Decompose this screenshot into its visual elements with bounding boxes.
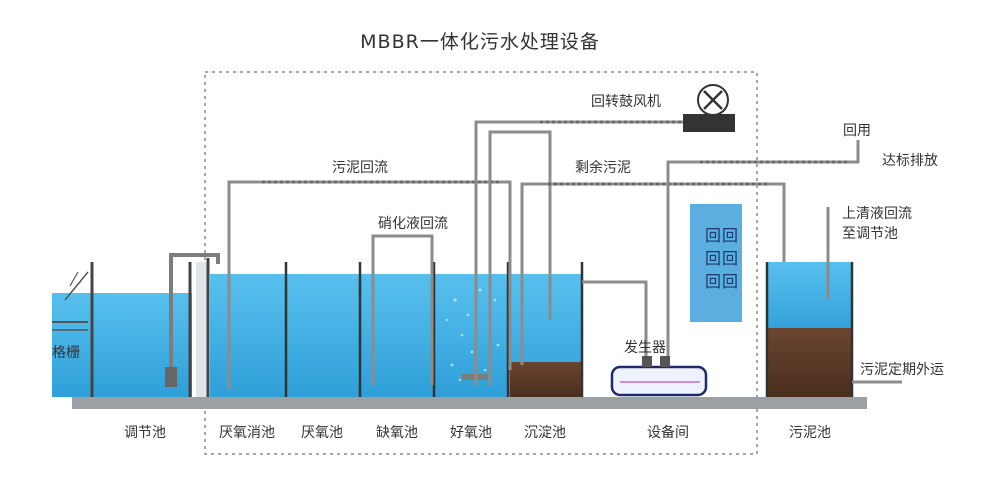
tank-label: 调节池 [124, 425, 166, 441]
tank-walls [284, 262, 584, 397]
sludge-return-pipe [227, 180, 512, 390]
blower [683, 84, 735, 132]
tank-labels: 调节池 厌氧消池 厌氧池 缺氧池 好氧池 沉淀池 设备间 污泥池 [124, 424, 831, 441]
pump-set-label: 发生器 [624, 340, 666, 356]
regulating-tank [165, 253, 220, 397]
panel-glyph: 回 [722, 249, 738, 268]
tank-label: 设备间 [647, 424, 689, 441]
grille-label: 格栅 [52, 345, 80, 361]
sludge-out-label: 污泥定期外运 [860, 362, 944, 378]
excess-sludge-label: 剩余污泥 [575, 159, 631, 176]
tank-label: 厌氧消池 [219, 425, 275, 441]
nitrate-return-label: 硝化液回流 [378, 216, 448, 232]
discharge-label: 达标排放 [882, 153, 938, 169]
excess-sludge-pipe [520, 182, 786, 365]
sludge-return-label: 污泥回流 [332, 160, 388, 176]
equipment-boundary [204, 71, 758, 455]
panel-glyph: 回 [705, 226, 721, 245]
panel-glyph: 回 [722, 272, 738, 291]
diagram-title: MBBR一体化污水处理设备 [360, 31, 600, 53]
control-panel: 回 回 回 回 回 回 [690, 204, 742, 322]
effluent-pipe [582, 140, 860, 368]
nitrate-return-pipe [371, 234, 434, 385]
tank-label: 缺氧池 [376, 425, 418, 441]
tank-label: 厌氧池 [301, 425, 343, 441]
panel-glyph: 回 [705, 249, 721, 268]
air-supply-pipe [474, 120, 690, 385]
sludge-tank [765, 207, 902, 397]
tank-label: 污泥池 [789, 425, 831, 441]
ground-base [72, 397, 867, 409]
supernatant-label: 上清液回流 至调节池 [842, 206, 916, 242]
tank-label: 好氧池 [450, 425, 492, 441]
blower-label: 回转鼓风机 [591, 94, 661, 110]
tank-label: 沉淀池 [524, 425, 566, 441]
sedimentation-sludge [510, 362, 582, 397]
dosing-unit [610, 356, 708, 397]
reuse-label: 回用 [843, 123, 871, 139]
panel-glyph: 回 [705, 272, 721, 291]
panel-glyph: 回 [722, 226, 738, 245]
